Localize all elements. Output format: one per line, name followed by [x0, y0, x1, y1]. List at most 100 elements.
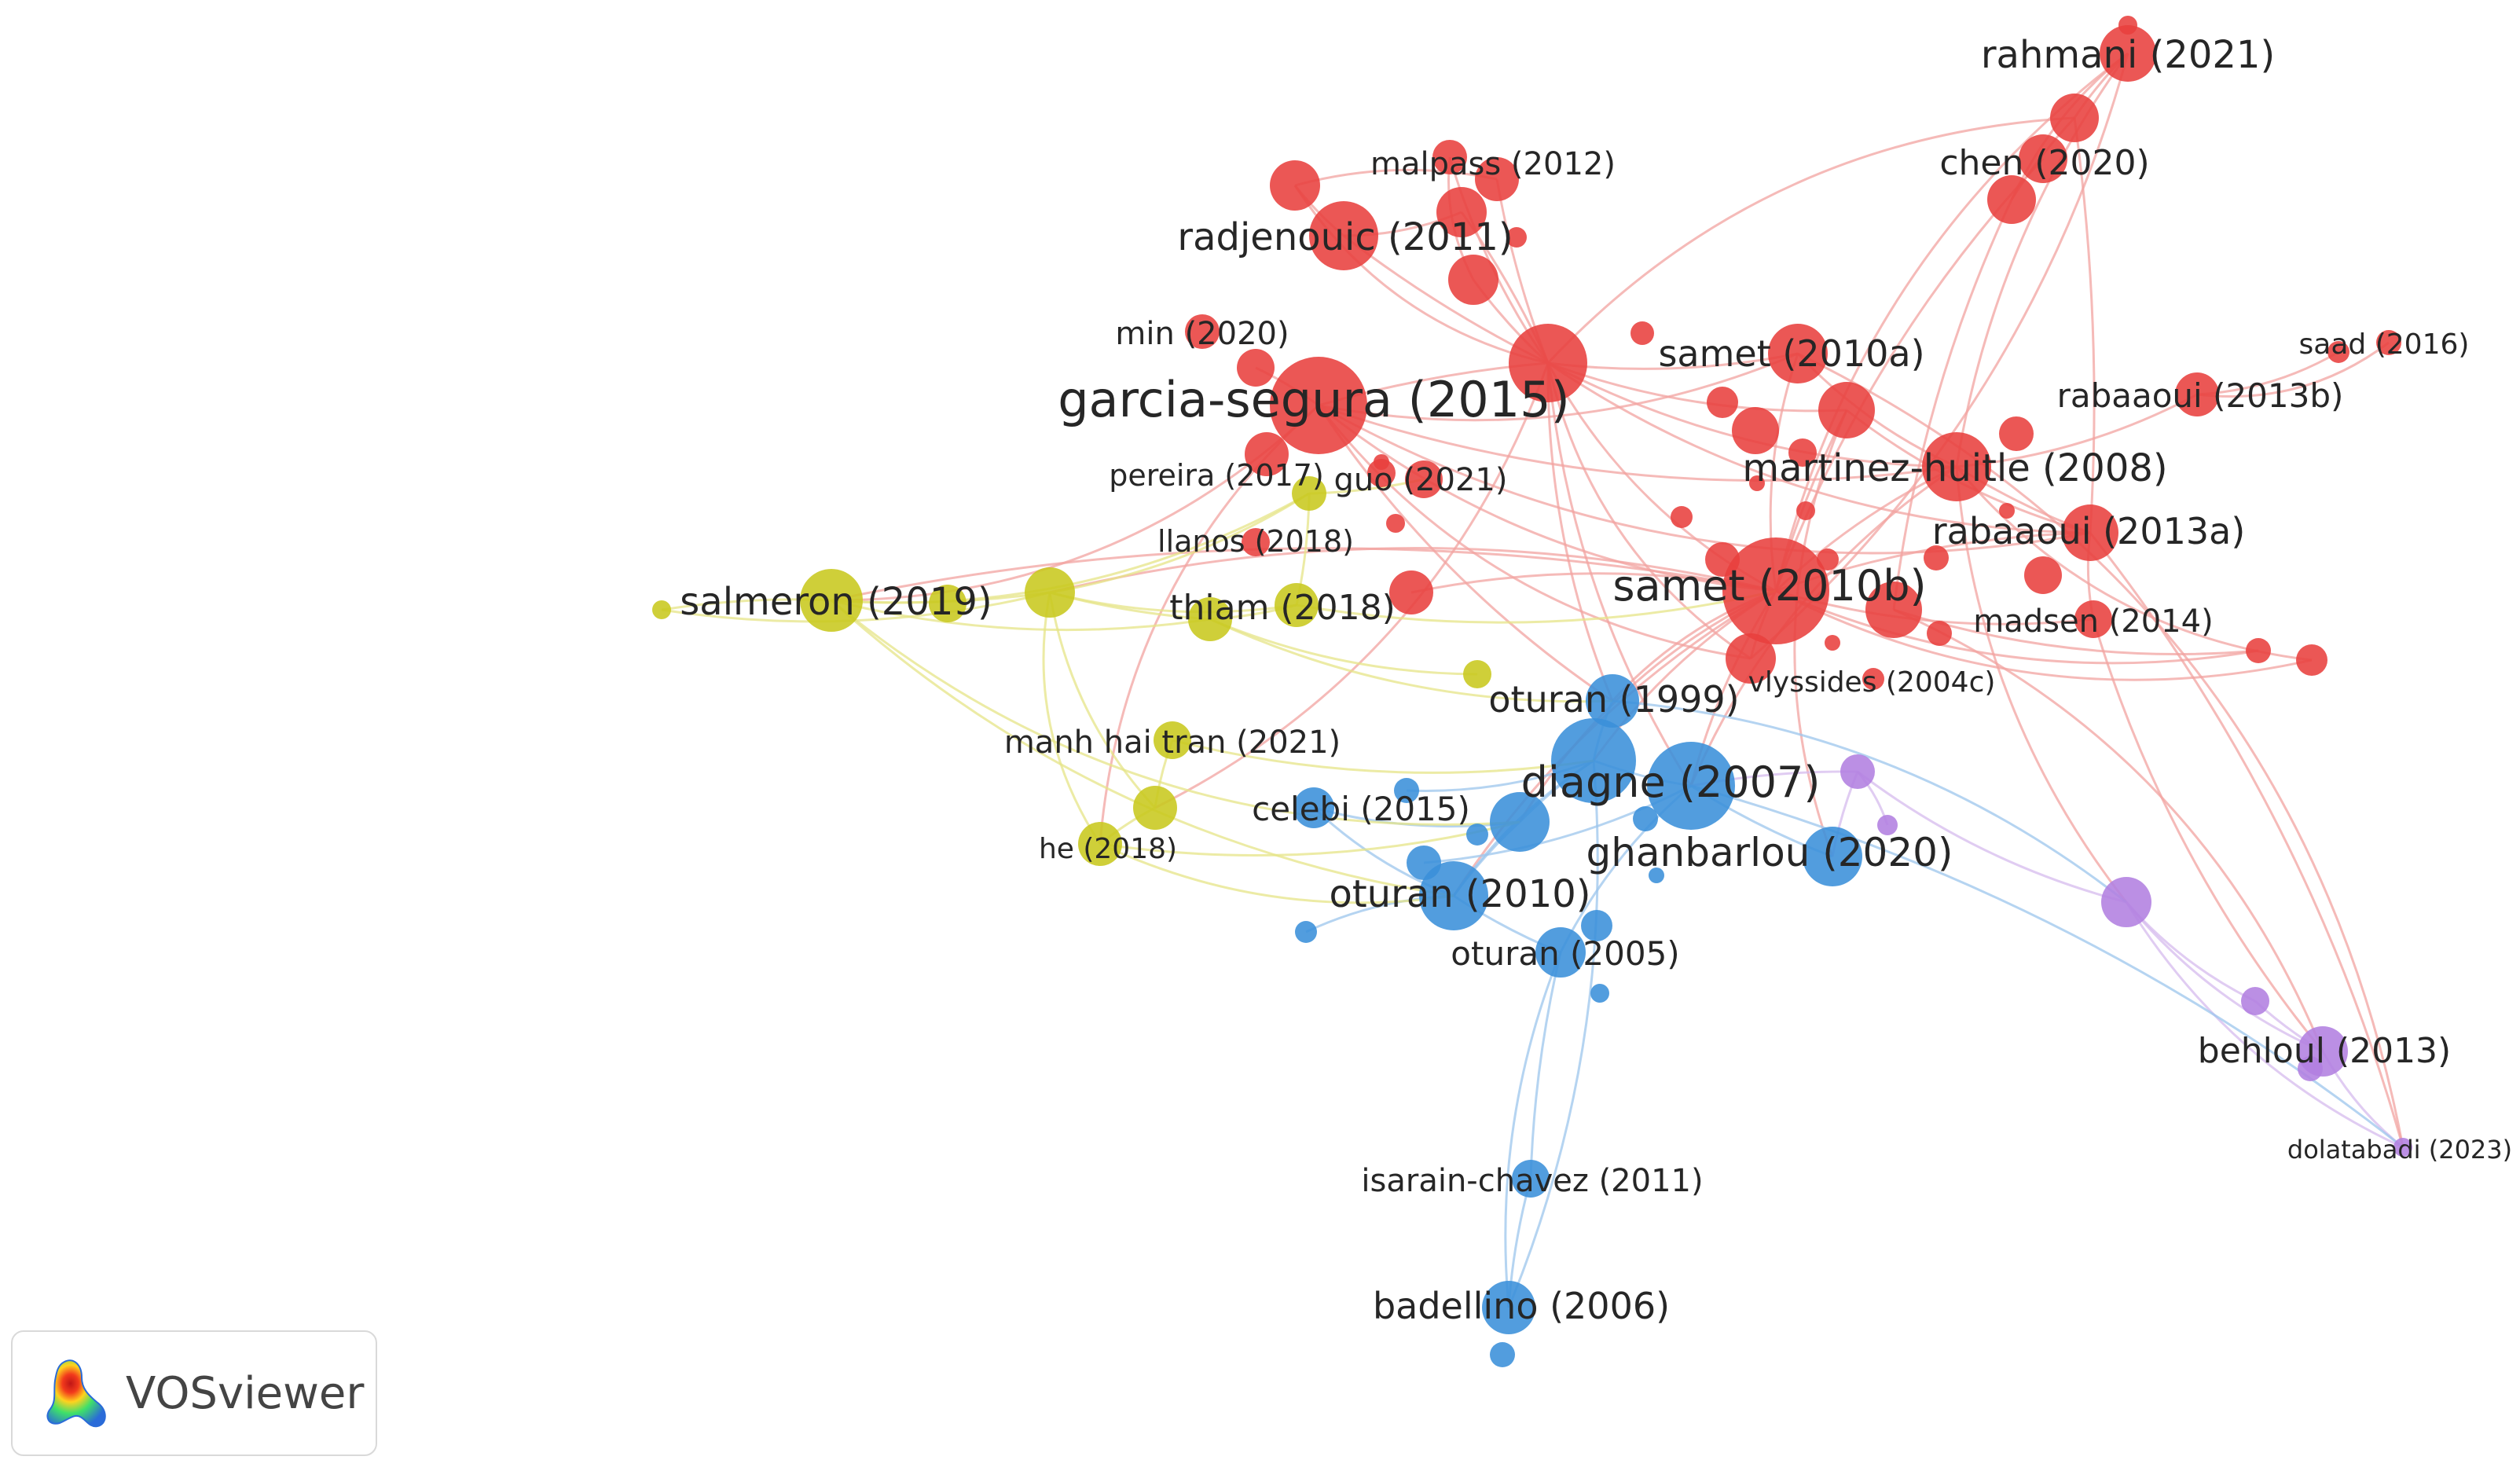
network-node-red[interactable] — [1367, 459, 1396, 487]
network-node-yellow[interactable] — [1275, 583, 1319, 627]
network-node-red[interactable] — [1825, 635, 1840, 651]
network-node-red[interactable] — [1999, 416, 2034, 451]
network-node-red[interactable] — [1389, 570, 1433, 614]
network-node-red[interactable] — [1509, 324, 1587, 402]
network-node-red[interactable] — [1245, 432, 1289, 476]
network-node-red[interactable] — [1999, 503, 2015, 519]
network-node-red[interactable] — [2074, 600, 2112, 638]
network-node-blue[interactable] — [1293, 787, 1334, 828]
network-node-blue[interactable] — [1394, 778, 1419, 803]
network-node-red[interactable] — [1788, 438, 1817, 467]
network-node-yellow[interactable] — [929, 585, 967, 622]
network-node-red[interactable] — [1862, 668, 1884, 690]
network-node-red[interactable] — [1432, 140, 1467, 174]
network-node-blue[interactable] — [1803, 827, 1862, 886]
network-node-yellow[interactable] — [1188, 597, 1232, 641]
network-node-red[interactable] — [1436, 187, 1487, 237]
network-node-purple[interactable] — [2298, 1056, 2323, 1081]
network-node-blue[interactable] — [1586, 674, 1639, 728]
network-link — [1547, 361, 1847, 413]
network-node-yellow[interactable] — [800, 569, 863, 632]
network-node-red[interactable] — [2019, 134, 2067, 183]
network-node-red[interactable] — [1506, 227, 1527, 248]
network-node-blue[interactable] — [1482, 1281, 1535, 1334]
network-node-purple[interactable] — [2101, 877, 2151, 927]
network-node-blue[interactable] — [1551, 718, 1636, 803]
network-node-blue[interactable] — [1407, 846, 1441, 880]
network-node-purple[interactable] — [1877, 815, 1898, 835]
node-label: chen (2020) — [1939, 143, 2149, 183]
vosviewer-logo-icon — [46, 1359, 106, 1428]
network-node-red[interactable] — [1987, 175, 2036, 224]
network-node-red[interactable] — [2050, 94, 2099, 142]
network-node-red[interactable] — [2100, 25, 2156, 82]
network-node-blue[interactable] — [1490, 792, 1550, 852]
network-node-red[interactable] — [1448, 255, 1498, 305]
network-node-blue[interactable] — [1419, 861, 1488, 930]
network-node-red[interactable] — [1237, 349, 1275, 387]
network-node-red[interactable] — [1671, 506, 1693, 528]
vosviewer-logo: VOSviewer — [11, 1330, 377, 1456]
network-node-red[interactable] — [1924, 545, 1949, 570]
network-link — [1318, 404, 1957, 482]
network-node-purple[interactable] — [2241, 987, 2269, 1015]
network-node-blue[interactable] — [1649, 868, 1664, 883]
network-node-red[interactable] — [1270, 160, 1320, 211]
network-node-red[interactable] — [1817, 548, 1839, 570]
network-node-red[interactable] — [1927, 621, 1952, 646]
network-node-blue[interactable] — [1633, 806, 1658, 831]
network-node-red[interactable] — [1726, 633, 1776, 684]
network-link — [831, 599, 1520, 826]
node-label: guo (2021) — [1334, 462, 1508, 498]
network-node-red[interactable] — [2175, 372, 2219, 416]
network-node-red[interactable] — [2062, 504, 2118, 561]
network-node-red[interactable] — [2118, 16, 2137, 35]
network-node-red[interactable] — [1630, 321, 1654, 345]
network-node-blue[interactable] — [1512, 1160, 1550, 1198]
network-node-red[interactable] — [1707, 387, 1738, 418]
network-node-blue[interactable] — [1581, 910, 1612, 941]
network-node-red[interactable] — [2024, 556, 2062, 594]
network-node-purple[interactable] — [2393, 1138, 2412, 1157]
network-node-blue[interactable] — [1466, 824, 1488, 846]
network-node-red[interactable] — [2246, 638, 2271, 663]
network-node-red[interactable] — [1185, 314, 1220, 349]
network-node-yellow[interactable] — [1154, 721, 1191, 759]
network-link — [1049, 547, 1777, 594]
network-node-red[interactable] — [1732, 407, 1779, 454]
network-node-blue[interactable] — [1647, 742, 1735, 830]
network-node-red[interactable] — [2296, 644, 2327, 676]
network-node-red[interactable] — [1749, 475, 1765, 491]
network-node-red[interactable] — [1796, 501, 1815, 520]
network-node-blue[interactable] — [1490, 1342, 1515, 1367]
network-node-yellow[interactable] — [652, 600, 671, 619]
network-node-blue[interactable] — [1535, 927, 1586, 978]
network-node-red[interactable] — [1865, 581, 1922, 638]
network-node-yellow[interactable] — [1292, 476, 1326, 511]
node-label: manh hai tran (2021) — [1004, 724, 1341, 761]
node-label: ghanbarlou (2020) — [1586, 830, 1953, 875]
network-node-red[interactable] — [1309, 201, 1378, 270]
network-node-yellow[interactable] — [1025, 567, 1075, 618]
network-node-red[interactable] — [1475, 157, 1519, 201]
network-node-red[interactable] — [2376, 330, 2401, 355]
network-node-red[interactable] — [1242, 528, 1270, 556]
network-node-red[interactable] — [1768, 324, 1828, 383]
network-node-red[interactable] — [2327, 341, 2349, 363]
node-label: behloul (2013) — [2198, 1031, 2451, 1071]
network-node-blue[interactable] — [1295, 921, 1317, 943]
network-node-red[interactable] — [1405, 460, 1443, 498]
network-node-blue[interactable] — [1590, 984, 1609, 1003]
network-node-red[interactable] — [1705, 542, 1740, 577]
network-node-purple[interactable] — [1840, 754, 1875, 789]
network-node-red[interactable] — [1386, 514, 1405, 533]
network-node-red[interactable] — [1922, 432, 1991, 501]
network-node-yellow[interactable] — [1463, 660, 1491, 688]
network-node-red[interactable] — [1818, 382, 1875, 438]
network-node-yellow[interactable] — [1078, 822, 1122, 866]
network-node-yellow[interactable] — [1133, 786, 1177, 830]
network-node-red[interactable] — [1270, 357, 1367, 454]
network-link — [1546, 116, 2075, 365]
network-node-red[interactable] — [1722, 537, 1829, 644]
